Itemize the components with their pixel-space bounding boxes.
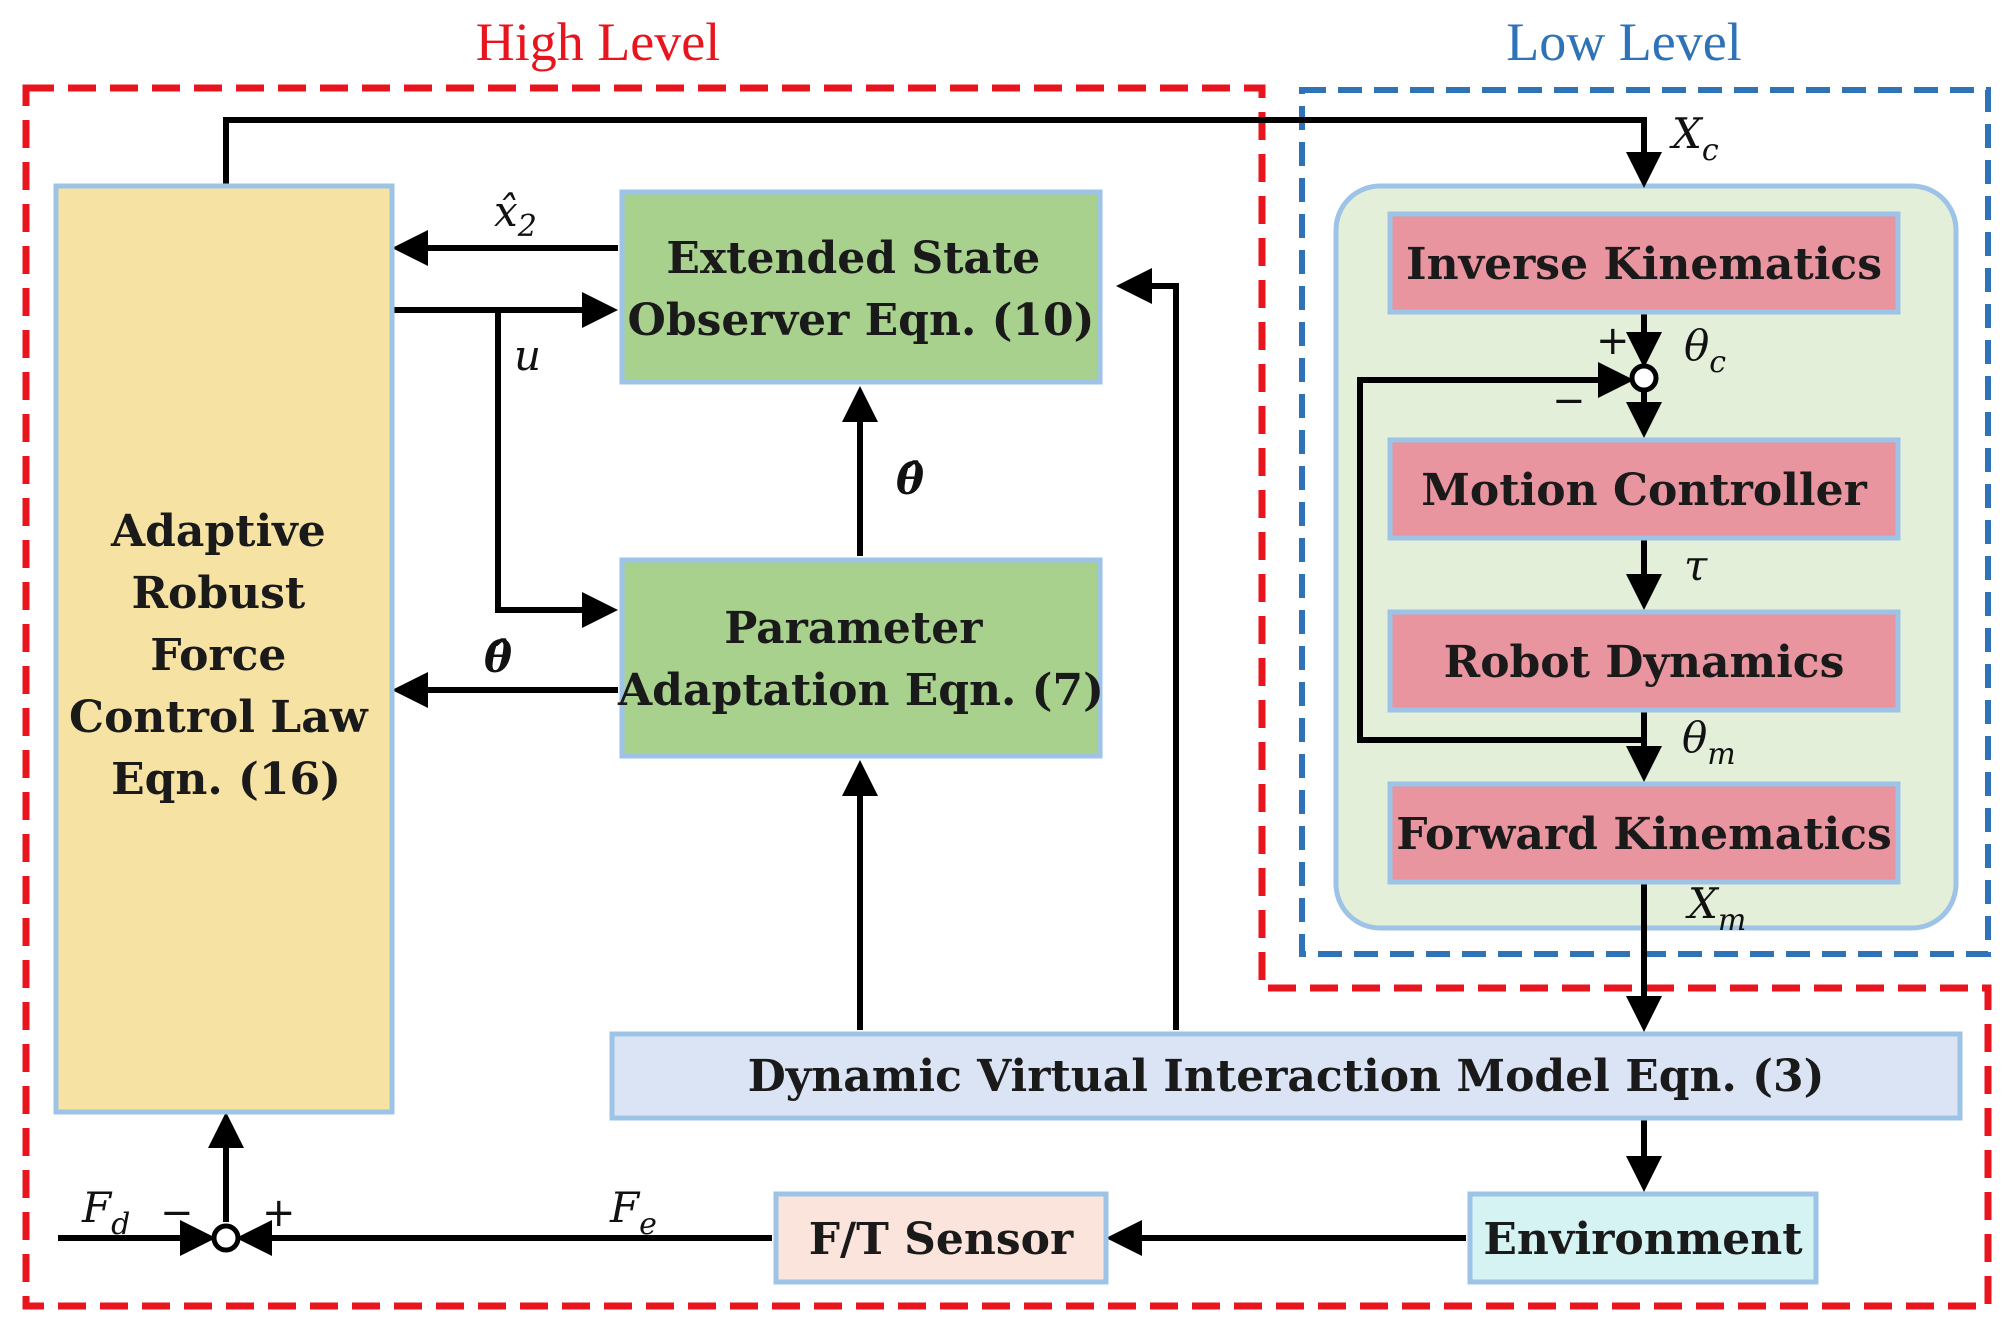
environment-block: Environment [1467, 1191, 1819, 1285]
eso-block: Extended State Observer Eqn. (10) [619, 189, 1103, 385]
environment-label: Environment [1483, 1214, 1803, 1265]
x2-hat-label: x̂2 [494, 187, 537, 244]
fe-label: Fe [609, 1183, 657, 1242]
fd-minus-sign: − [160, 1190, 194, 1236]
low-level-title: Low Level [1506, 12, 1741, 72]
parameter-adaptation-block: Parameter Adaptation Eqn. (7) [617, 557, 1104, 759]
eso-label: Extended State Observer Eqn. (10) [628, 233, 1095, 346]
u-branch-wire [495, 310, 618, 628]
fe-plus-sign: + [262, 1190, 296, 1236]
fd-label: Fd [81, 1183, 130, 1242]
ft-sensor-block: F/T Sensor [773, 1191, 1109, 1285]
low-level-sum-junction [1629, 363, 1659, 393]
inverse-kinematics-block: Inverse Kinematics [1387, 211, 1901, 315]
high-level-title: High Level [476, 12, 720, 72]
ft-sensor-label: F/T Sensor [809, 1214, 1074, 1265]
motion-controller-label: Motion Controller [1421, 465, 1867, 516]
xm-label: Xm [1685, 879, 1746, 938]
u-label: u [514, 331, 541, 380]
robot-dynamics-label: Robot Dynamics [1444, 637, 1845, 688]
inverse-kinematics-label: Inverse Kinematics [1406, 239, 1882, 290]
tau-label: τ [1684, 541, 1708, 590]
motion-controller-block: Motion Controller [1387, 437, 1901, 541]
control-law-block: Adaptive Robust Force Control Law Eqn. (… [53, 183, 395, 1115]
theta-hat-up-label: θ̂ [896, 455, 924, 504]
theta-hat-left-label: θ̂ [484, 633, 512, 682]
low-level-minus-sign: − [1552, 378, 1586, 424]
dvim-label: Dynamic Virtual Interaction Model Eqn. (… [748, 1051, 1825, 1102]
forward-kinematics-label: Forward Kinematics [1396, 809, 1892, 860]
dvim-to-eso-wire [1116, 268, 1179, 1030]
parameter-adaptation-label: Parameter Adaptation Eqn. (7) [617, 603, 1104, 716]
high-level-region [22, 84, 1992, 1310]
theta-m-label: θm [1682, 713, 1736, 772]
xc-label: Xc [1669, 109, 1719, 168]
low-level-plus-sign: + [1596, 318, 1630, 364]
dvim-block: Dynamic Virtual Interaction Model Eqn. (… [609, 1031, 1963, 1121]
robot-dynamics-block: Robot Dynamics [1387, 609, 1901, 713]
control-law-label: Adaptive Robust Force Control Law Eqn. (… [69, 506, 383, 805]
force-sum-junction [211, 1223, 241, 1253]
theta-c-label: θc [1684, 321, 1726, 380]
forward-kinematics-block: Forward Kinematics [1387, 781, 1901, 885]
xc-wire [223, 117, 1662, 188]
feedback-loop-wire [1357, 362, 1644, 743]
